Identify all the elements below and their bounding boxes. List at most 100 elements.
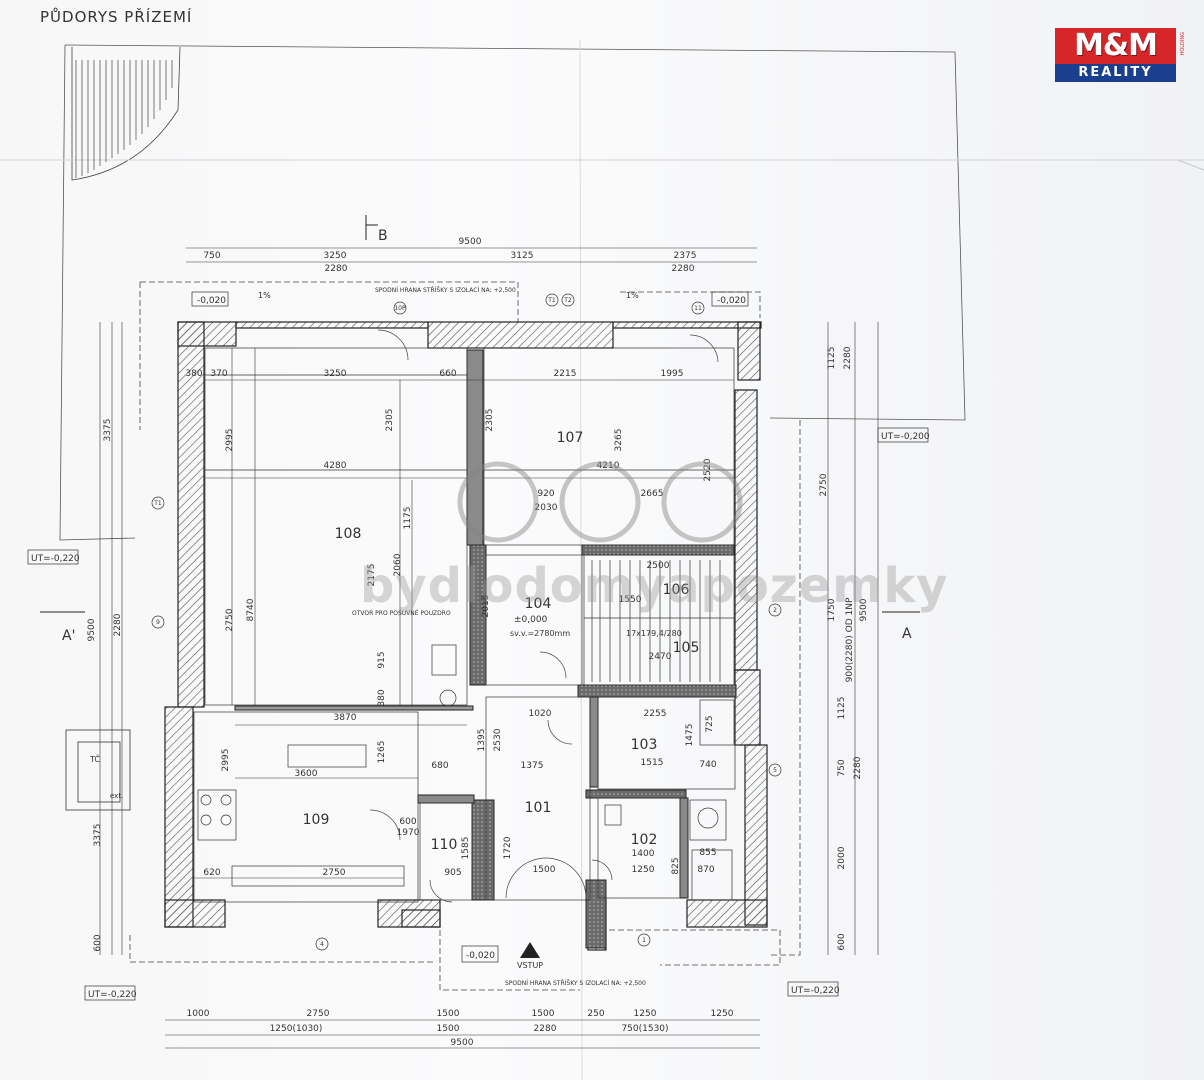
logo-subtitle: REALITY — [1055, 64, 1176, 82]
svg-text:620: 620 — [203, 868, 220, 878]
svg-text:600: 600 — [93, 934, 103, 951]
svg-text:SPODNÍ HRANA STŘÍŠKY S IZOLACÍ: SPODNÍ HRANA STŘÍŠKY S IZOLACÍ NA: +2,50… — [505, 979, 646, 987]
svg-text:920: 920 — [537, 489, 554, 499]
circle-tags — [151, 293, 782, 951]
level-values: -0,020 -0,020 UT=-0,200 UT=-0,220 UT=-0,… — [31, 296, 930, 1000]
svg-text:1265: 1265 — [377, 741, 387, 764]
svg-text:1500: 1500 — [437, 1009, 460, 1019]
dimension-lines — [99, 247, 879, 1049]
svg-text:1%: 1% — [626, 291, 639, 300]
svg-text:1720: 1720 — [503, 836, 513, 859]
svg-text:1000: 1000 — [187, 1009, 210, 1019]
section-labels: B A' A — [62, 228, 912, 644]
svg-text:3250: 3250 — [324, 369, 347, 379]
svg-text:2665: 2665 — [641, 489, 664, 499]
svg-text:101: 101 — [525, 800, 552, 816]
svg-text:SPODNÍ HRANA STŘÍŠKY S IZOLACÍ: SPODNÍ HRANA STŘÍŠKY S IZOLACÍ NA: +2,50… — [375, 286, 516, 294]
svg-text:2280: 2280 — [534, 1024, 557, 1034]
svg-text:1250: 1250 — [632, 865, 655, 875]
svg-text:3125: 3125 — [511, 251, 534, 261]
svg-text:2500: 2500 — [647, 561, 670, 571]
svg-text:9500: 9500 — [459, 237, 482, 247]
svg-text:250: 250 — [587, 1009, 604, 1019]
svg-text:2280: 2280 — [325, 264, 348, 274]
bottom-dimensions: 1000 2750 1500 1500 250 1250 1250 1250(1… — [187, 1009, 734, 1048]
svg-text:1500: 1500 — [437, 1024, 460, 1034]
svg-text:1250: 1250 — [634, 1009, 657, 1019]
svg-text:2375: 2375 — [674, 251, 697, 261]
svg-text:4: 4 — [320, 941, 324, 948]
svg-text:905: 905 — [444, 868, 461, 878]
door-swings — [369, 329, 719, 903]
svg-text:2995: 2995 — [225, 429, 235, 452]
svg-text:UT=-0,220: UT=-0,220 — [31, 554, 80, 564]
svg-text:1: 1 — [642, 937, 646, 944]
svg-text:1395: 1395 — [477, 729, 487, 752]
svg-text:UT=-0,220: UT=-0,220 — [791, 986, 840, 996]
svg-text:1500: 1500 — [533, 865, 556, 875]
svg-text:1475: 1475 — [685, 724, 695, 747]
svg-text:380: 380 — [185, 369, 202, 379]
svg-text:8740: 8740 — [246, 598, 256, 621]
svg-text:102: 102 — [631, 832, 658, 848]
svg-text:2280: 2280 — [843, 346, 853, 369]
svg-text:105: 105 — [673, 640, 700, 656]
svg-text:1995: 1995 — [661, 369, 684, 379]
svg-text:A: A — [902, 626, 912, 642]
top-dimensions: 9500 750 3250 3125 2375 2280 2280 — [203, 237, 696, 274]
svg-text:3600: 3600 — [295, 769, 318, 779]
svg-text:3375: 3375 — [93, 824, 103, 847]
svg-text:±0,000: ±0,000 — [514, 615, 548, 625]
plan-notes: SPODNÍ HRANA STŘÍŠKY S IZOLACÍ NA: +2,50… — [258, 286, 682, 987]
interior-walls — [234, 349, 737, 949]
svg-text:870: 870 — [697, 865, 714, 875]
svg-text:2255: 2255 — [644, 709, 667, 719]
svg-text:2750: 2750 — [307, 1009, 330, 1019]
svg-text:110: 110 — [431, 837, 458, 853]
svg-text:10P: 10P — [394, 305, 406, 312]
svg-text:2280: 2280 — [672, 264, 695, 274]
svg-text:TČ: TČ — [89, 753, 100, 764]
svg-text:2215: 2215 — [554, 369, 577, 379]
svg-text:A': A' — [62, 628, 75, 644]
svg-text:-0,020: -0,020 — [197, 296, 226, 306]
svg-text:B: B — [378, 228, 388, 244]
svg-text:750: 750 — [837, 759, 847, 776]
level-tags — [27, 291, 929, 1001]
exterior-walls — [164, 321, 768, 951]
svg-text:104: 104 — [525, 596, 552, 612]
svg-text:1%: 1% — [258, 291, 271, 300]
svg-text:-0,020: -0,020 — [717, 296, 746, 306]
svg-text:2750: 2750 — [819, 473, 829, 496]
svg-text:5: 5 — [773, 767, 777, 774]
svg-text:740: 740 — [699, 760, 716, 770]
entrance-marker: VSTUP — [517, 942, 543, 970]
svg-text:725: 725 — [705, 715, 715, 732]
garden-hatch — [75, 60, 173, 178]
svg-text:370: 370 — [210, 369, 227, 379]
watermark-text: bydlodomyapozemky — [360, 558, 949, 614]
svg-text:1375: 1375 — [521, 761, 544, 771]
svg-text:1750: 1750 — [827, 598, 837, 621]
svg-text:4280: 4280 — [324, 461, 347, 471]
svg-text:107: 107 — [557, 430, 584, 446]
svg-text:1585: 1585 — [461, 837, 471, 860]
svg-text:109: 109 — [303, 812, 330, 828]
svg-text:750(1530): 750(1530) — [621, 1024, 668, 1034]
svg-text:108: 108 — [335, 526, 362, 542]
svg-text:2175: 2175 — [367, 564, 377, 587]
left-dimensions: 3375 9500 2280 3375 600 — [87, 419, 123, 952]
mm-reality-logo: M&M REALITY HOLDING — [1055, 28, 1186, 84]
interior-lines — [193, 347, 736, 903]
svg-text:3870: 3870 — [334, 713, 357, 723]
svg-text:1515: 1515 — [641, 758, 664, 768]
svg-text:2750: 2750 — [225, 608, 235, 631]
svg-text:2995: 2995 — [221, 749, 231, 772]
right-dimensions: 1125 2280 2750 1750 9500 900(2280) OD 1N… — [819, 346, 869, 950]
svg-text:2530: 2530 — [493, 728, 503, 751]
svg-text:17x179,4/280: 17x179,4/280 — [626, 629, 682, 638]
interior-dimensions: 3250 660 2215 1995 380 370 4280 4210 266… — [185, 369, 716, 878]
svg-text:2030: 2030 — [535, 503, 558, 513]
svg-text:UT=-0,200: UT=-0,200 — [881, 432, 930, 442]
